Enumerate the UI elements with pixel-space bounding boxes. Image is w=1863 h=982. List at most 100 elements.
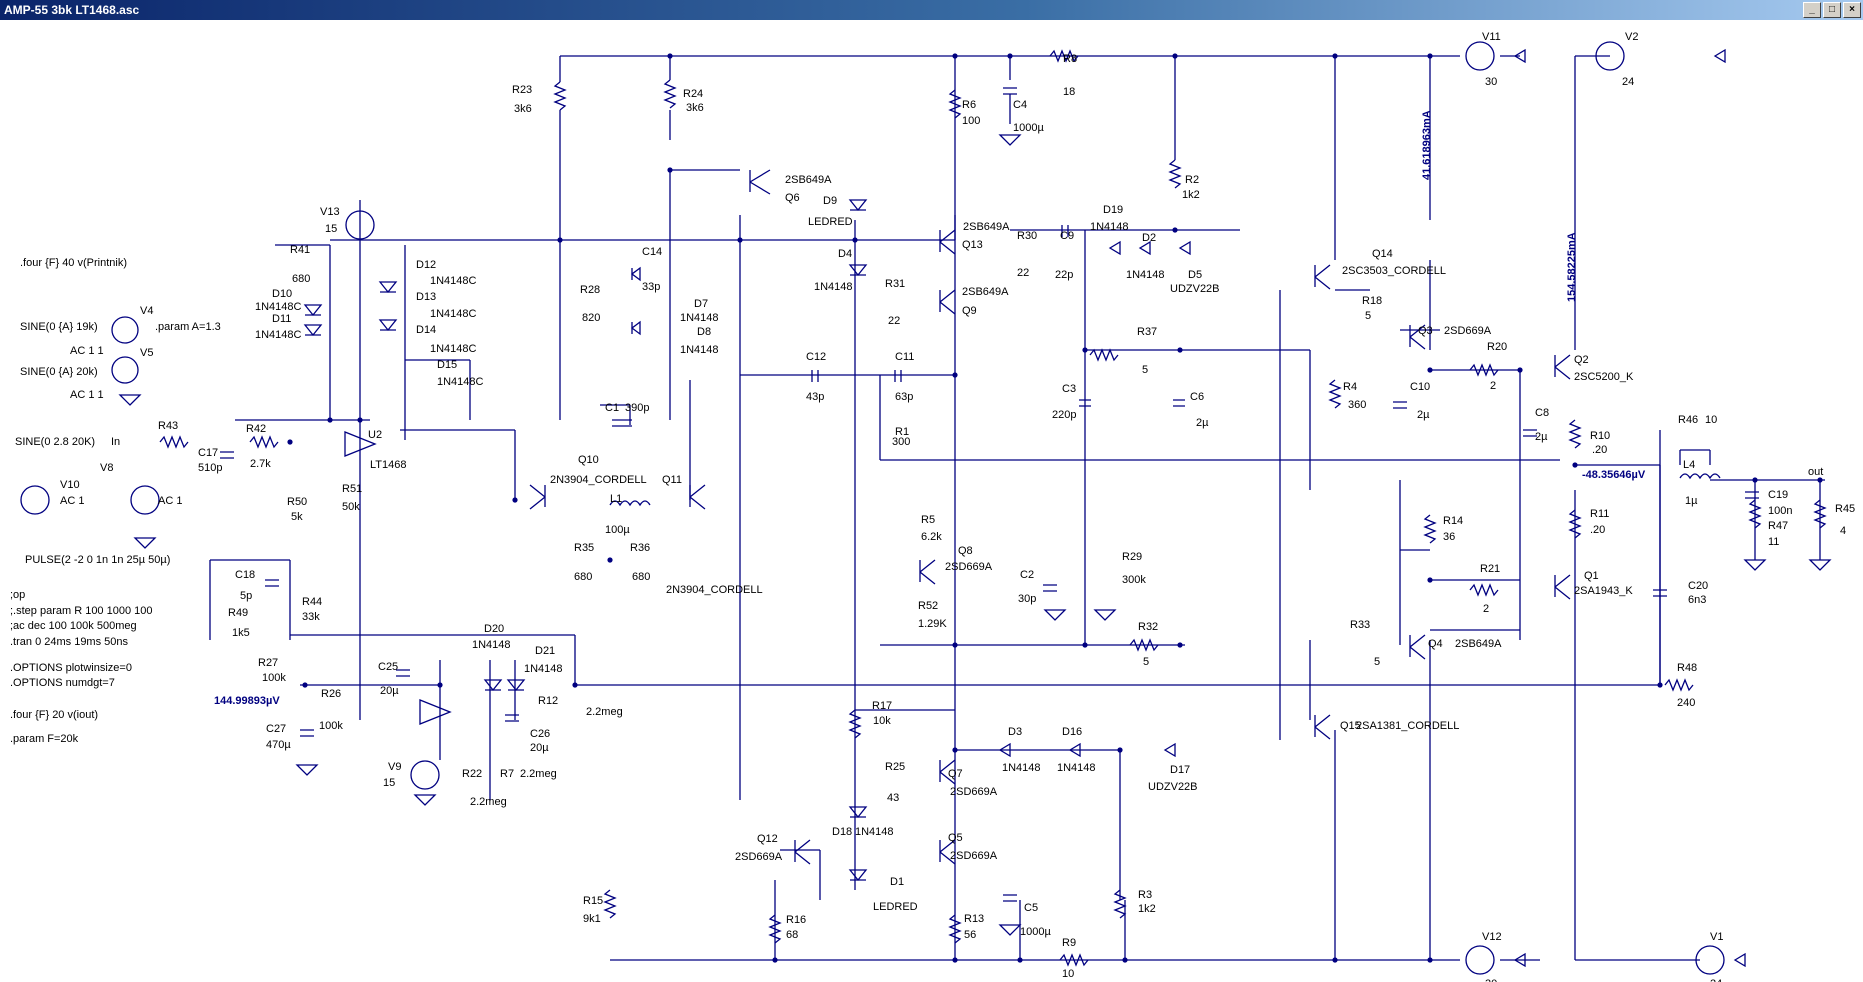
component-ref: D15 (437, 359, 457, 371)
component-ref: C12 (806, 351, 826, 363)
component-ref: R11 (1590, 508, 1609, 520)
component-ref: D1 (890, 876, 904, 888)
component-ref: R31 (885, 278, 905, 290)
component-value: 1N4148 (855, 826, 894, 838)
component-ref: D17 (1170, 764, 1190, 776)
component-value: 22 (1017, 267, 1029, 279)
spice-directive: .OPTIONS plotwinsize=0 (10, 662, 132, 674)
component-value: 1N4148 (680, 312, 719, 324)
component-ref: R48 (1677, 662, 1697, 674)
source-name: V8 (100, 462, 113, 474)
component-value: 5 (1365, 310, 1371, 322)
component-ref: Q15 (1340, 720, 1361, 732)
schematic-canvas[interactable]: .four {F} 40 v(Printnik).param A=1.3;op;… (0, 20, 1863, 982)
component-value: 100 (962, 115, 980, 127)
close-button[interactable]: × (1843, 2, 1861, 18)
spice-directive: .OPTIONS numdgt=7 (10, 677, 115, 689)
output-port-label: out (1808, 466, 1823, 478)
component-value: 10 (1705, 414, 1717, 426)
component-ref: Q2 (1574, 354, 1589, 366)
source-extra: AC 1 1 (70, 389, 104, 401)
component-ref: C25 (378, 661, 398, 673)
minimize-button[interactable]: _ (1803, 2, 1821, 18)
component-value: 1000µ (1020, 926, 1051, 938)
component-value: 2SD669A (735, 851, 783, 863)
component-ref: C3 (1062, 383, 1076, 395)
component-ref: Q9 (962, 305, 977, 317)
component-value: 2.2meg (520, 768, 557, 780)
component-value: 10 (1062, 968, 1074, 980)
component-ref: R49 (228, 607, 248, 619)
source-name: V5 (140, 347, 153, 359)
component-ref: R51 (342, 483, 362, 495)
component-value: 56 (964, 929, 976, 941)
component-value: 2SA1381_CORDELL (1356, 720, 1459, 732)
component-value: UDZV22B (1170, 283, 1220, 295)
component-value: 100k (262, 672, 286, 684)
spice-directive: .four {F} 40 v(Printnik) (20, 257, 127, 269)
schematic-drawing[interactable]: .four {F} 40 v(Printnik).param A=1.3;op;… (0, 20, 1863, 982)
component-value: 5p (240, 590, 252, 602)
component-value: UDZV22B (1148, 781, 1198, 793)
component-ref: R20 (1487, 341, 1507, 353)
component-value: 22p (1055, 269, 1073, 281)
component-value: 300 (892, 436, 910, 448)
component-value: 360 (1348, 399, 1366, 411)
source-name: V10 (60, 479, 80, 491)
component-value: 2 (1490, 380, 1496, 392)
component-value: 1k5 (232, 627, 250, 639)
component-value: 1N4148 (524, 663, 563, 675)
component-value: 1N4148C (430, 275, 477, 287)
source-value: 24 (1710, 978, 1722, 982)
component-ref: R14 (1443, 515, 1463, 527)
component-value: 510p (198, 462, 222, 474)
component-value: 68 (786, 929, 798, 941)
component-ref: C18 (235, 569, 255, 581)
component-value: 1.29K (918, 618, 947, 630)
component-ref: R32 (1138, 621, 1158, 633)
component-ref: D19 (1103, 204, 1123, 216)
label-layer: .four {F} 40 v(Printnik).param A=1.3;op;… (10, 31, 1855, 982)
component-value: 43p (806, 391, 824, 403)
component-value: 10k (873, 715, 891, 727)
component-ref: R25 (885, 761, 905, 773)
component-ref: C20 (1688, 580, 1708, 592)
component-value: 5k (291, 511, 303, 523)
maximize-button[interactable]: □ (1823, 2, 1841, 18)
component-ref: C2 (1020, 569, 1034, 581)
component-ref: D3 (1008, 726, 1022, 738)
component-ref: R7 (500, 768, 514, 780)
component-value: 3k6 (514, 103, 532, 115)
component-value: 1N4148 (1090, 221, 1129, 233)
component-ref: D4 (838, 248, 852, 260)
component-ref: Q11 (662, 474, 682, 486)
current-probe-q14: 41.618963mA (1421, 110, 1433, 180)
component-value: 6.2k (921, 531, 942, 543)
component-ref: C26 (530, 728, 550, 740)
component-value: 470µ (266, 739, 291, 751)
source-name: V1 (1710, 931, 1723, 943)
source-name: V4 (140, 305, 153, 317)
component-value: 9k1 (583, 913, 601, 925)
component-ref: D14 (416, 324, 436, 336)
component-value: 1k2 (1138, 903, 1156, 915)
component-ref: D10 (272, 288, 292, 300)
component-ref: R42 (246, 423, 266, 435)
junction-dots (287, 53, 1823, 963)
component-value: 2SB649A (962, 286, 1009, 298)
component-value: 100µ (605, 524, 630, 536)
component-value: 680 (574, 571, 592, 583)
component-ref: C6 (1190, 391, 1204, 403)
window-titlebar: AMP-55 3bk LT1468.asc _ □ × (0, 0, 1863, 20)
component-ref: R43 (158, 420, 178, 432)
component-value: 1N4148 (814, 281, 853, 293)
component-value: 2SB649A (963, 221, 1010, 233)
component-ref: C8 (1535, 407, 1549, 419)
window-title: AMP-55 3bk LT1468.asc (4, 3, 140, 17)
component-value: 2SD669A (950, 850, 998, 862)
component-value: 4 (1840, 525, 1846, 537)
source-value: 15 (325, 223, 337, 235)
component-ref: D9 (823, 195, 837, 207)
component-value: 2µ (1535, 431, 1548, 443)
component-value: 300k (1122, 574, 1146, 586)
